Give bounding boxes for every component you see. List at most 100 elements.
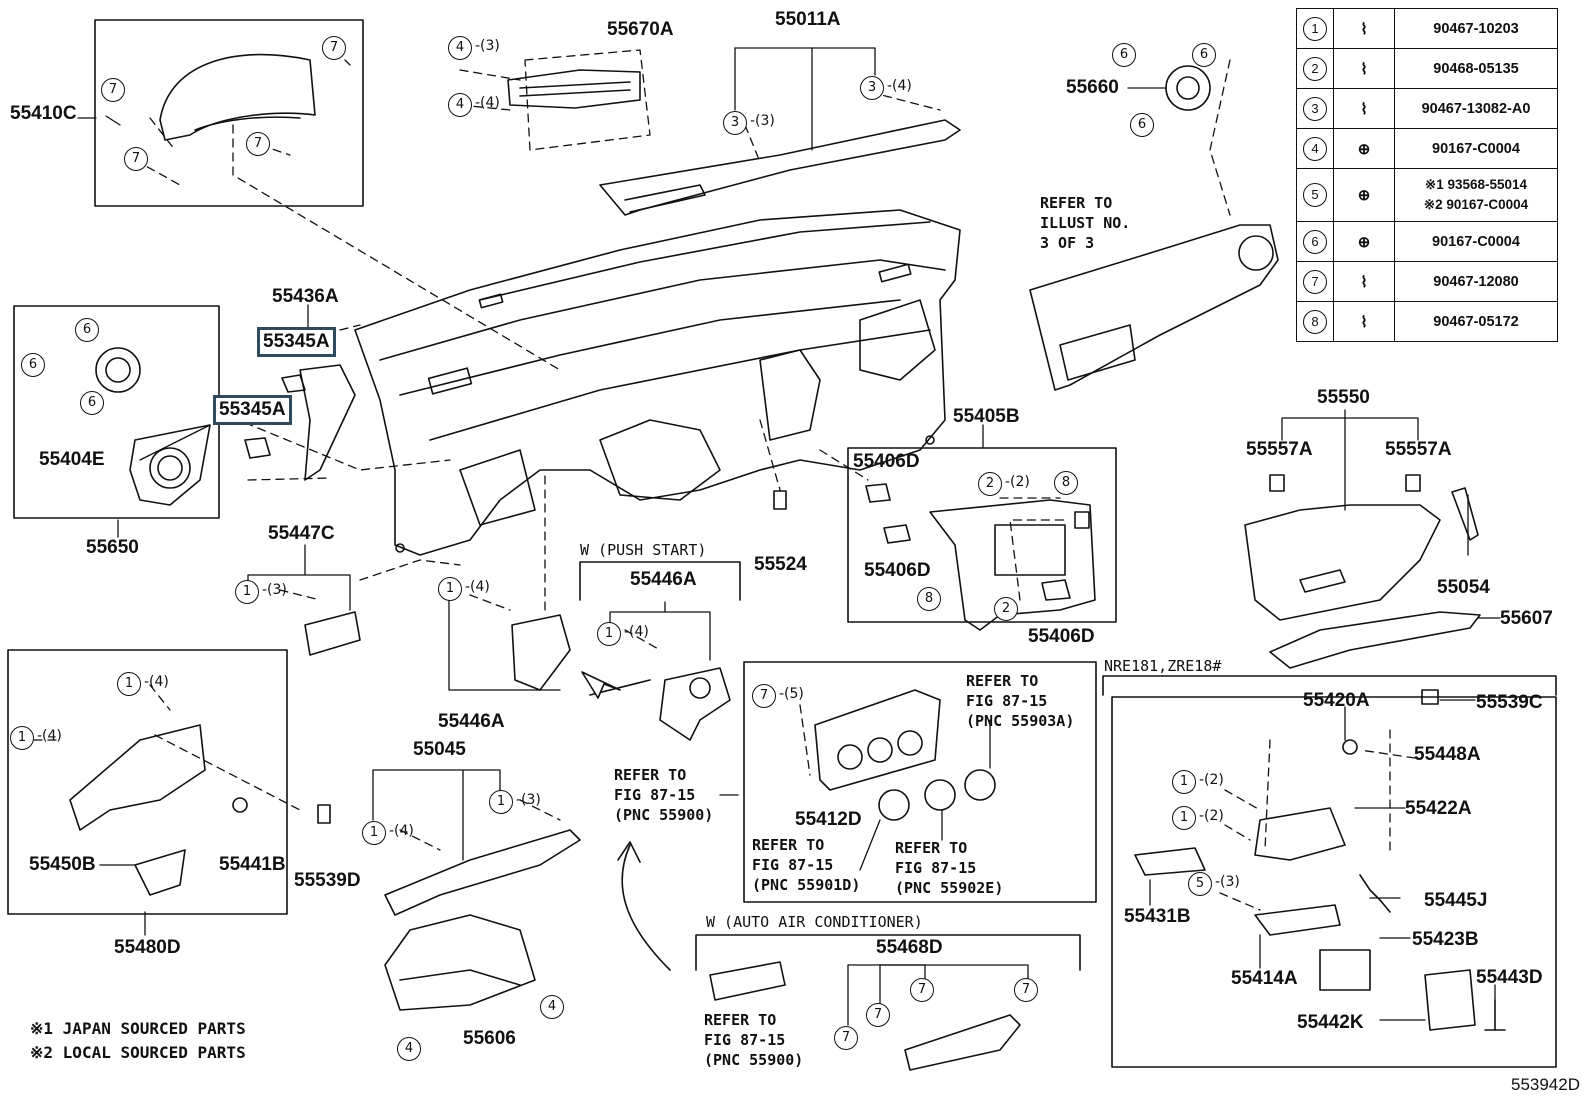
part-label-55423b[interactable]: 55423B — [1412, 929, 1479, 950]
part-label-55524[interactable]: 55524 — [754, 554, 807, 575]
legend-part-number: ※1 93568-55014 — [1424, 177, 1528, 192]
part-label-55441b[interactable]: 55441B — [219, 854, 286, 875]
part-label-55660[interactable]: 55660 — [1066, 77, 1119, 98]
legend-number: 6 — [1303, 229, 1327, 254]
part-label-55447c[interactable]: 55447C — [268, 523, 335, 544]
legend-row[interactable]: 3⌇90467-13082-A0 — [1296, 88, 1558, 129]
side-panel-shape — [299, 364, 356, 481]
callout-circle: 1 — [597, 622, 621, 646]
callout-circle: 1 — [489, 790, 513, 814]
callout-qty: -(3) — [262, 582, 287, 598]
part-label-55448a[interactable]: 55448A — [1414, 744, 1481, 765]
part-label-55345a-highlighted[interactable]: 55345A — [257, 327, 336, 357]
callout-qty: -(3) — [1215, 874, 1240, 890]
part-label-55446a[interactable]: 55446A — [630, 569, 697, 590]
part-label-55468d[interactable]: 55468D — [876, 937, 943, 958]
condition-auto-ac: W (AUTO AIR CONDITIONER) — [706, 913, 923, 931]
part-label-55420a[interactable]: 55420A — [1303, 690, 1370, 711]
diagram-id: 553942D — [1510, 1075, 1580, 1094]
clip-icon: ⌇ — [1333, 8, 1395, 49]
part-label-55345a-highlighted[interactable]: 55345A — [213, 395, 292, 425]
callout-qty: -(4) — [475, 95, 500, 111]
legend-row[interactable]: 5⊕※1 93568-55014※2 90167-C0004 — [1296, 168, 1558, 222]
callout-circle: 5 — [1188, 872, 1212, 896]
part-label-55450b[interactable]: 55450B — [29, 854, 96, 875]
callout-circle: 1 — [117, 672, 141, 696]
legend-row[interactable]: 1⌇90467-10203 — [1296, 8, 1558, 49]
part-label-55607[interactable]: 55607 — [1500, 608, 1553, 629]
legend-number: 4 — [1303, 136, 1327, 161]
part-label-55412d[interactable]: 55412D — [795, 809, 862, 830]
callout-circle: 1 — [362, 821, 386, 845]
part-label-55054[interactable]: 55054 — [1437, 577, 1490, 598]
callout-circle: 1 — [1172, 806, 1196, 830]
part-label-55404e[interactable]: 55404E — [39, 449, 105, 470]
callout-circle: 1 — [235, 580, 259, 604]
screw-icon: ⊕ — [1333, 128, 1395, 169]
legend-row[interactable]: 8⌇90467-05172 — [1296, 301, 1558, 342]
condition-push-start: W (PUSH START) — [580, 541, 707, 559]
legend-row[interactable]: 2⌇90468-05135 — [1296, 48, 1558, 89]
callout-circle: 6 — [80, 391, 104, 415]
callout-circle: 6 — [21, 353, 45, 377]
part-label-55557a[interactable]: 55557A — [1246, 439, 1313, 460]
callout-circle: 2 — [978, 472, 1002, 496]
part-label-55406d[interactable]: 55406D — [853, 451, 920, 472]
callout-circle: 6 — [1130, 113, 1154, 137]
part-label-55443d[interactable]: 55443D — [1476, 967, 1543, 988]
legend-row[interactable]: 7⌇90467-12080 — [1296, 261, 1558, 302]
part-label-55436a[interactable]: 55436A — [272, 286, 339, 307]
box-55410c — [94, 19, 364, 207]
callout-circle: 7 — [752, 684, 776, 708]
part-label-55550[interactable]: 55550 — [1317, 387, 1370, 408]
part-label-55445j[interactable]: 55445J — [1424, 890, 1488, 911]
legend-number: 2 — [1303, 56, 1327, 81]
callout-qty: -(3) — [750, 113, 775, 129]
part-label-55414a[interactable]: 55414A — [1231, 968, 1298, 989]
part-label-55045[interactable]: 55045 — [413, 739, 466, 760]
callout-circle: 7 — [834, 1026, 858, 1050]
part-label-55431b[interactable]: 55431B — [1124, 906, 1191, 927]
callout-circle: 4 — [448, 93, 472, 117]
clip-icon: ⌇ — [1333, 261, 1395, 302]
legend-part-number: 90467-12080 — [1394, 261, 1558, 302]
part-label-55406d[interactable]: 55406D — [1028, 626, 1095, 647]
part-label-55539d[interactable]: 55539D — [294, 870, 361, 891]
part-label-55405b[interactable]: 55405B — [953, 406, 1020, 427]
callout-circle: 4 — [448, 36, 472, 60]
callout-circle: 6 — [1192, 43, 1216, 67]
part-label-55011a[interactable]: 55011A — [775, 9, 841, 30]
legend-row[interactable]: 6⊕90167-C0004 — [1296, 221, 1558, 262]
legend-number: 3 — [1303, 96, 1327, 121]
part-label-55539c[interactable]: 55539C — [1476, 692, 1543, 713]
callout-circle: 7 — [322, 36, 346, 60]
callout-qty: -(4) — [37, 728, 62, 744]
box-55650 — [13, 305, 220, 519]
part-label-55650[interactable]: 55650 — [86, 537, 139, 558]
callout-qty: -(4) — [624, 624, 649, 640]
callout-circle: 3 — [723, 111, 747, 135]
legend-part-number: ※2 90167-C0004 — [1423, 197, 1529, 212]
legend-row[interactable]: 4⊕90167-C0004 — [1296, 128, 1558, 169]
part-label-55446a[interactable]: 55446A — [438, 711, 505, 732]
glove-box-shape — [1244, 504, 1441, 621]
legend-part-number: 90467-05172 — [1394, 301, 1558, 342]
part-label-55557a[interactable]: 55557A — [1385, 439, 1452, 460]
part-label-55606[interactable]: 55606 — [463, 1028, 516, 1049]
part-label-55406d[interactable]: 55406D — [864, 560, 931, 581]
center-bezel-shape — [929, 499, 1096, 631]
screw-icon: ⊕ — [1333, 168, 1395, 222]
part-label-55442k[interactable]: 55442K — [1297, 1012, 1364, 1033]
part-label-55480d[interactable]: 55480D — [114, 937, 181, 958]
note-local-sourced: ※2 LOCAL SOURCED PARTS — [30, 1043, 246, 1062]
part-label-55410c[interactable]: 55410C — [10, 103, 77, 124]
part-label-55670a[interactable]: 55670A — [607, 19, 674, 40]
part-label-55422a[interactable]: 55422A — [1405, 798, 1472, 819]
